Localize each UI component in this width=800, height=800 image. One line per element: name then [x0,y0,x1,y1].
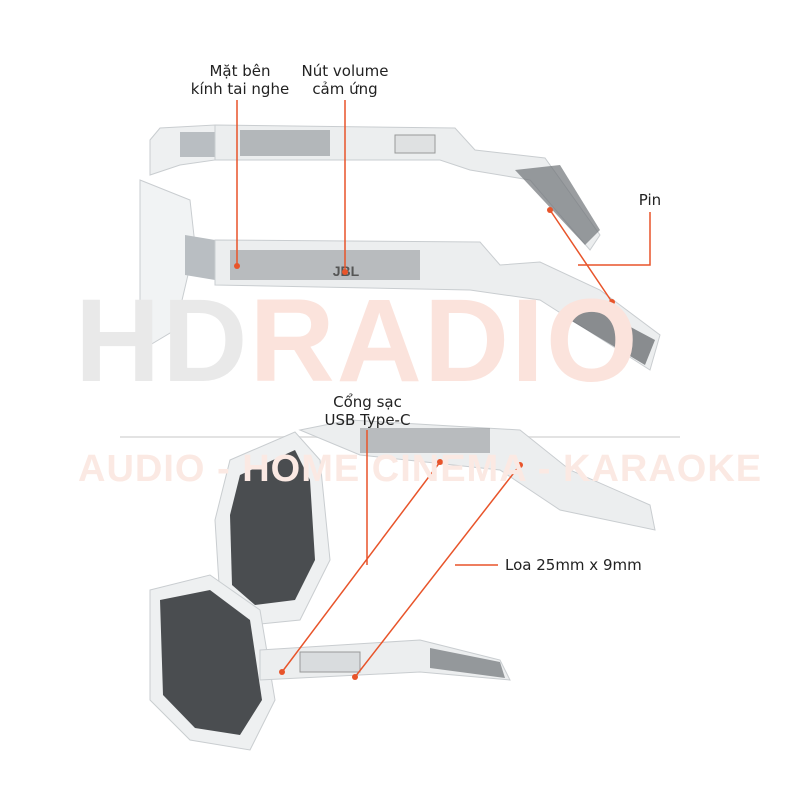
label-speaker: Loa 25mm x 9mm [505,556,642,574]
watermark-logo: HDRADIO [75,282,640,400]
leader-speaker-b [354,464,521,678]
label-battery: Pin [638,191,662,209]
watermark-tagline: AUDIO - HOME CINEMA - KARAOKE [78,448,763,490]
glasses-side-view: JBL [139,124,661,371]
glasses-angled-view [149,419,656,751]
label-volume: Nút volume cảm ứng [301,62,389,98]
label-charging-port: Cổng sạc USB Type-C [324,393,411,429]
leader-battery-b [549,209,613,303]
watermark-hd: HD [75,275,250,407]
leader-dots [234,207,615,680]
label-side-panel: Mặt bên kính tai nghe [190,62,290,98]
leader-battery-a [578,212,651,266]
leader-lines [236,100,651,678]
watermark-radio: RADIO [249,275,640,407]
leader-port-b [281,461,441,673]
